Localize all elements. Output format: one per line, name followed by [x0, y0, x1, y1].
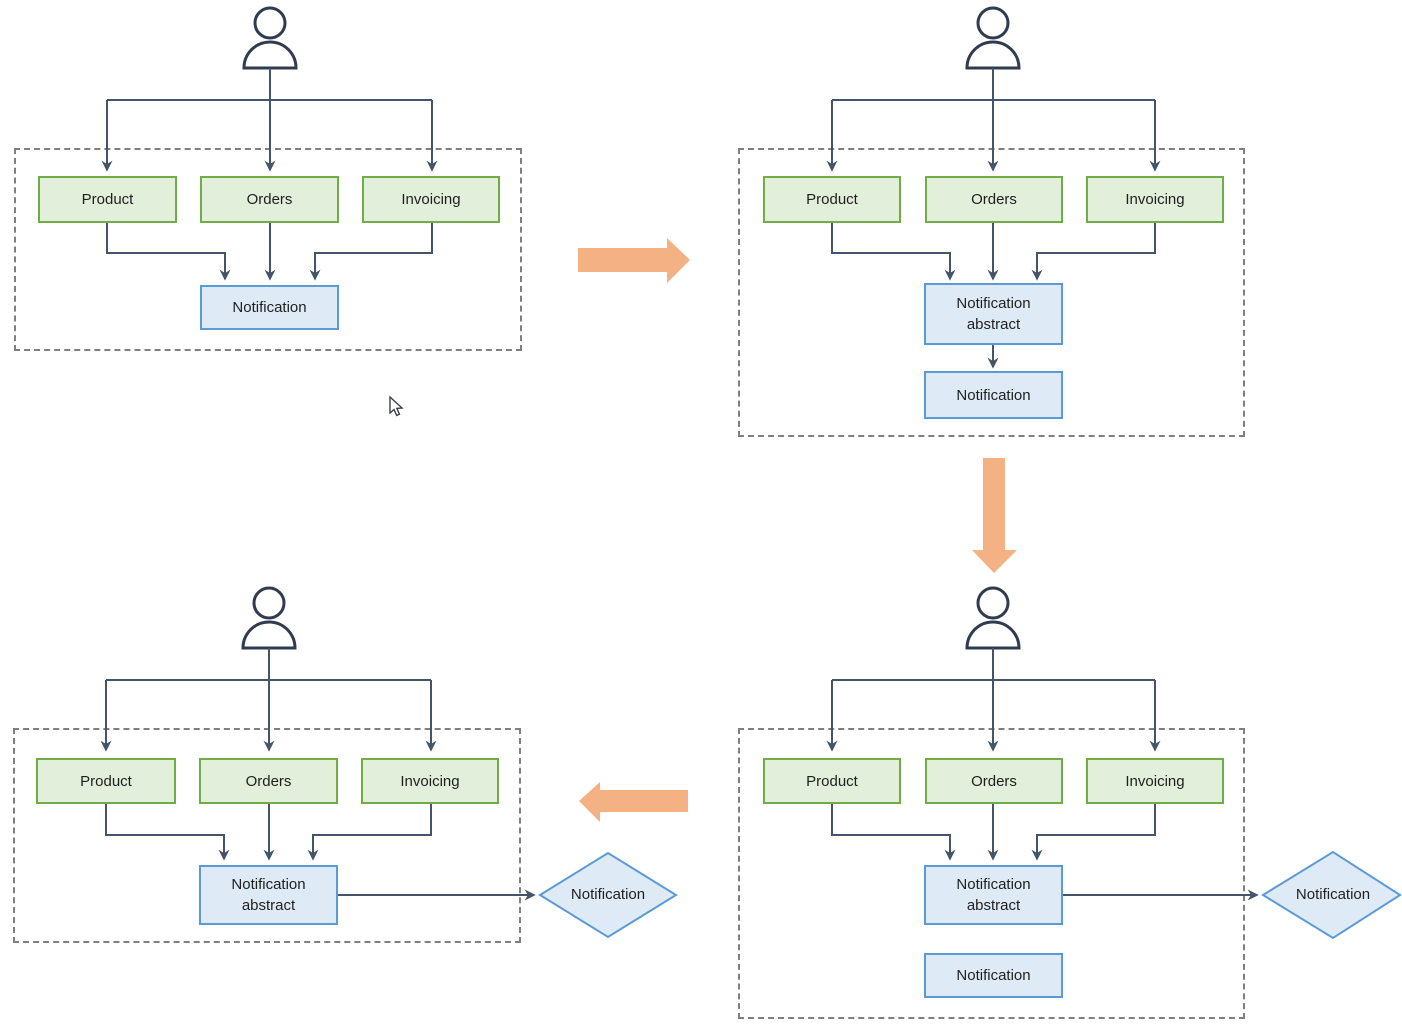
user-icon [241, 586, 297, 650]
connectors-top-left [101, 68, 438, 281]
product-box: Product [763, 758, 901, 804]
system-boundary-bottom-right [738, 728, 1245, 1019]
mouse-cursor-icon [389, 396, 404, 417]
system-boundary-bottom-left [13, 728, 521, 943]
notification-abstract-box: Notification abstract [199, 865, 338, 925]
flow-arrow-right-icon [578, 238, 690, 283]
product-box: Product [36, 758, 176, 804]
notification-diamond [1261, 850, 1402, 940]
notification-box: Notification [200, 285, 339, 330]
product-box: Product [763, 176, 901, 223]
orders-box: Orders [925, 758, 1063, 804]
invoicing-box: Invoicing [361, 758, 499, 804]
user-icon [965, 586, 1021, 650]
invoicing-box: Invoicing [362, 176, 500, 223]
system-boundary-top-right [738, 148, 1245, 437]
invoicing-box: Invoicing [1086, 758, 1224, 804]
notification-abstract-box: Notification abstract [924, 865, 1063, 925]
user-icon [965, 6, 1021, 70]
notification-box: Notification [924, 953, 1063, 998]
notification-abstract-box: Notification abstract [924, 283, 1063, 345]
notification-diamond-label: Notification [570, 886, 646, 903]
orders-box: Orders [925, 176, 1063, 223]
flow-arrow-left-icon [579, 782, 688, 822]
notification-box: Notification [924, 371, 1063, 419]
flow-arrows [578, 238, 1017, 822]
product-box: Product [38, 176, 177, 223]
flow-arrow-down-icon [972, 458, 1017, 573]
invoicing-box: Invoicing [1086, 176, 1224, 223]
orders-box: Orders [199, 758, 338, 804]
orders-box: Orders [200, 176, 339, 223]
connectors-bottom-left [100, 648, 536, 901]
connectors-bottom-right [826, 648, 1259, 901]
notification-diamond [538, 851, 678, 939]
system-boundary-top-left [14, 148, 522, 351]
user-icon [242, 6, 298, 70]
connectors-top-right [826, 68, 1161, 369]
notification-diamond-label: Notification [1295, 886, 1371, 903]
